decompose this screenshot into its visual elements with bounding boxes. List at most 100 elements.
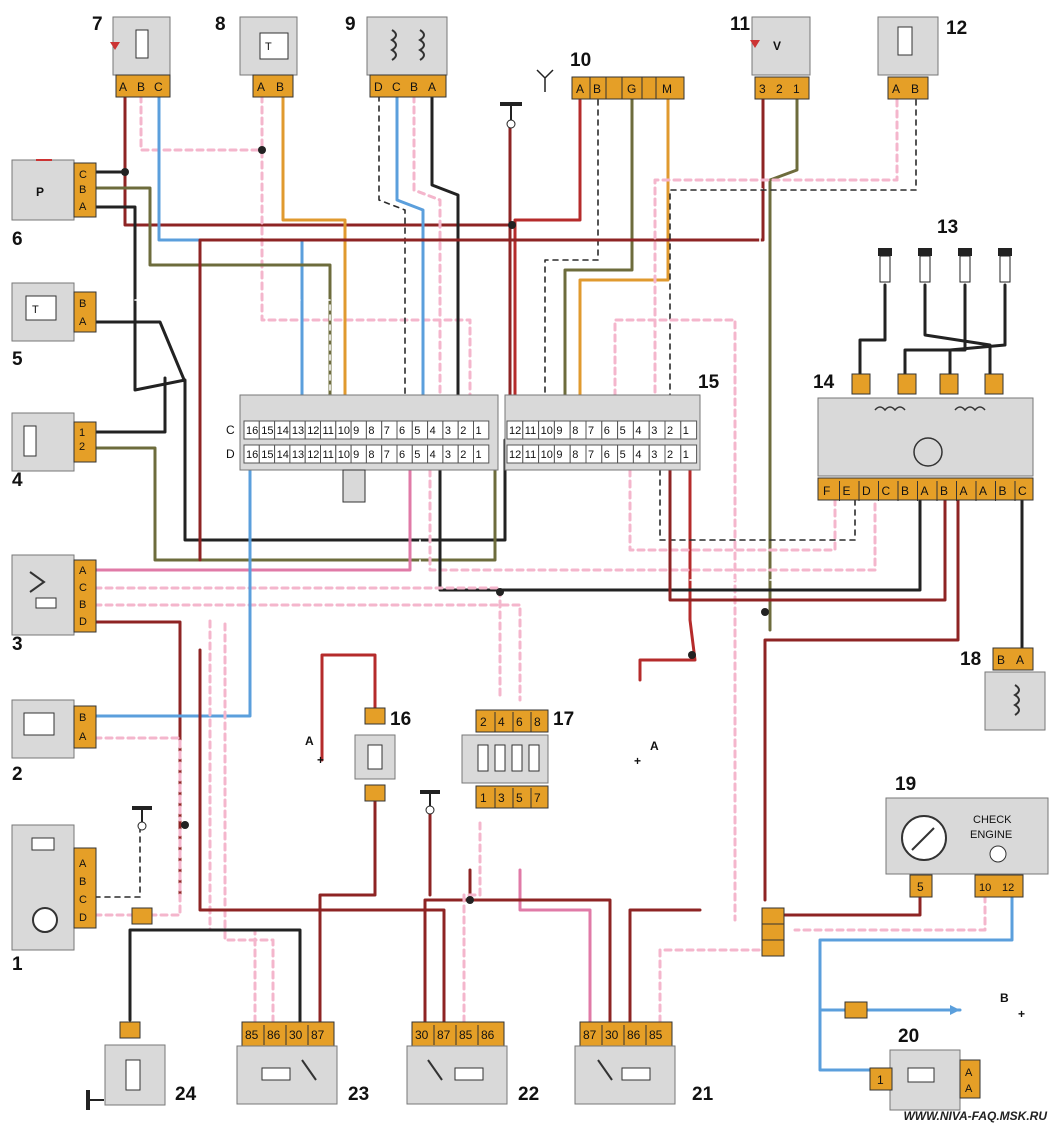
label-4: 4 bbox=[12, 470, 23, 491]
ecu-pin-cell bbox=[473, 420, 490, 440]
sensor-element-icon bbox=[897, 26, 913, 56]
svg-text:B: B bbox=[79, 298, 86, 310]
ecu-pin: 7 bbox=[588, 425, 594, 437]
ecu-pin: 9 bbox=[556, 425, 562, 437]
label-7: 7 bbox=[92, 14, 103, 35]
svg-text:C: C bbox=[79, 582, 87, 594]
svg-text:D: D bbox=[79, 616, 87, 628]
antenna-icon bbox=[536, 69, 554, 92]
ecu-pin: 2 bbox=[460, 425, 466, 437]
ecu-pin: 11 bbox=[323, 425, 334, 437]
ecu-pin: 13 bbox=[292, 425, 304, 437]
coil-icon bbox=[954, 406, 986, 412]
svg-text:A: A bbox=[1016, 653, 1024, 667]
svg-text:D: D bbox=[226, 447, 235, 461]
ecu-pin: 14 bbox=[277, 449, 289, 461]
svg-text:A: A bbox=[79, 565, 87, 577]
label-5: 5 bbox=[12, 349, 23, 370]
thermistor-icon bbox=[25, 295, 57, 321]
component-6-pressure-sensor: 6 P C B A bbox=[11, 159, 97, 250]
ecu-pin: 2 bbox=[667, 425, 673, 437]
svg-text:D: D bbox=[79, 912, 87, 924]
relay-pin: 86 bbox=[481, 1028, 495, 1042]
ecu-pin: 4 bbox=[430, 449, 436, 461]
relay-coil-icon bbox=[261, 1067, 291, 1081]
svg-text:C: C bbox=[154, 80, 163, 94]
ecu-pin: 16 bbox=[246, 425, 258, 437]
ecu-pin: 11 bbox=[323, 449, 334, 461]
svg-text:CHECK: CHECK bbox=[973, 814, 1012, 826]
component-24-fuel-pump-fuse: 24 bbox=[86, 1021, 197, 1110]
relay-pin: 85 bbox=[649, 1028, 663, 1042]
label-6: 6 bbox=[12, 229, 23, 250]
relay-pin: 30 bbox=[415, 1028, 429, 1042]
svg-text:A: A bbox=[79, 731, 87, 743]
ecu-pin: 10 bbox=[541, 425, 553, 437]
ecu-pin: 8 bbox=[368, 425, 374, 437]
ecu-pin: 1 bbox=[476, 425, 482, 437]
ecu-pin-cell bbox=[473, 444, 490, 464]
svg-text:B: B bbox=[911, 82, 919, 96]
component-4-throttle-sensor: 4 1 2 bbox=[11, 412, 97, 491]
svg-text:A: A bbox=[428, 80, 436, 94]
svg-text:+: + bbox=[317, 753, 324, 767]
svg-text:+: + bbox=[1018, 1007, 1025, 1021]
ecu-pin: 3 bbox=[651, 449, 657, 461]
watermark: WWW.NIVA-FAQ.MSK.RU bbox=[903, 1109, 1047, 1123]
label-17: 17 bbox=[553, 709, 574, 730]
label-20: 20 bbox=[898, 1026, 919, 1047]
label-9: 9 bbox=[345, 14, 356, 35]
svg-text:M: M bbox=[662, 82, 672, 96]
svg-text:T: T bbox=[265, 41, 272, 53]
arrow-icon bbox=[110, 42, 120, 50]
ecu-pin: 14 bbox=[277, 425, 289, 437]
ecu-pin: 16 bbox=[246, 449, 258, 461]
sensor-element-icon bbox=[23, 712, 55, 736]
ecu-pin: 6 bbox=[399, 449, 405, 461]
component-2-sensor: 2 B A bbox=[11, 699, 97, 785]
coil-icon bbox=[418, 29, 425, 61]
ecu-pin: 6 bbox=[604, 449, 610, 461]
svg-text:1: 1 bbox=[79, 427, 85, 439]
svg-text:+: + bbox=[634, 754, 641, 768]
ecu-pin: 4 bbox=[635, 449, 641, 461]
svg-text:1: 1 bbox=[793, 82, 800, 96]
svg-text:A: A bbox=[119, 80, 127, 94]
label-19: 19 bbox=[895, 774, 916, 795]
component-19-instrument-cluster: 19 CHECK ENGINE 5 10 12 bbox=[885, 774, 1049, 898]
relay-pin: 30 bbox=[605, 1028, 619, 1042]
label-8: 8 bbox=[215, 14, 226, 35]
ecu-pin: 7 bbox=[384, 449, 390, 461]
ignition-pin: A bbox=[960, 484, 968, 498]
relay-pin: 87 bbox=[583, 1028, 597, 1042]
ignition-pin: D bbox=[862, 484, 871, 498]
transistor-icon bbox=[913, 437, 943, 467]
ecu-pin: 12 bbox=[509, 425, 521, 437]
ecu-pin: 8 bbox=[368, 449, 374, 461]
ecu-pin: 1 bbox=[683, 449, 689, 461]
relay-pin: 85 bbox=[459, 1028, 473, 1042]
ecu-pin: 6 bbox=[604, 425, 610, 437]
ecu-pin: 4 bbox=[635, 425, 641, 437]
label-2: 2 bbox=[12, 764, 23, 785]
relay-contact-icon bbox=[597, 1059, 613, 1081]
svg-text:B: B bbox=[593, 82, 601, 96]
ecu-pin: 9 bbox=[556, 449, 562, 461]
component-16-fuse: 16 A + bbox=[305, 707, 411, 802]
ecu-pin: 6 bbox=[399, 425, 405, 437]
svg-text:D: D bbox=[374, 80, 383, 94]
ecu-pin: 1 bbox=[683, 425, 689, 437]
label-22: 22 bbox=[518, 1084, 539, 1105]
coil-icon bbox=[874, 406, 906, 412]
check-engine-lamp-icon bbox=[989, 845, 1007, 863]
svg-text:V: V bbox=[773, 39, 781, 53]
label-11: 11 bbox=[730, 14, 751, 35]
ignition-pin: B bbox=[901, 484, 909, 498]
ecu-pin: 11 bbox=[525, 449, 536, 461]
svg-text:A: A bbox=[892, 82, 900, 96]
ecu-pin: 1 bbox=[476, 449, 482, 461]
